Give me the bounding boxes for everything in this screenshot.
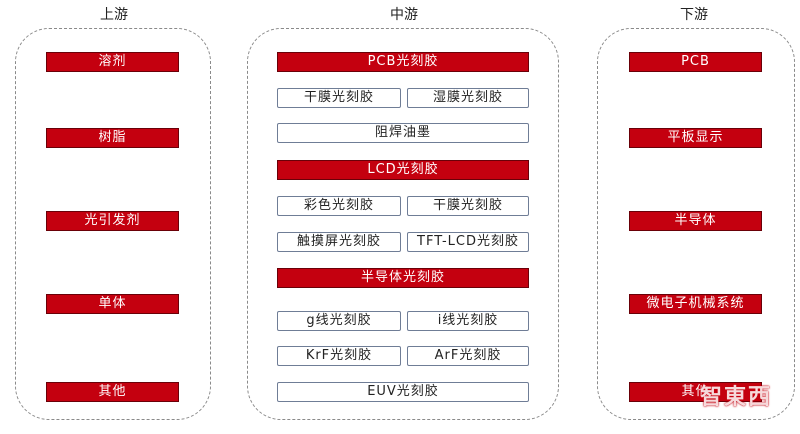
lcd-color-photoresist: 彩色光刻胶 — [277, 196, 401, 216]
upstream-title: 上游 — [100, 7, 128, 23]
downstream-title: 下游 — [680, 7, 708, 23]
krf-photoresist: KrF光刻胶 — [277, 346, 401, 366]
pcb-solder-mask-ink: 阻焊油墨 — [277, 123, 529, 143]
upstream-item-photoinitiator: 光引发剂 — [46, 211, 179, 231]
upstream-item-solvent: 溶剂 — [46, 52, 179, 72]
lcd-tft-photoresist: TFT-LCD光刻胶 — [407, 232, 529, 252]
lcd-dry-film-photoresist: 干膜光刻胶 — [407, 196, 529, 216]
downstream-item-other: 其他 — [629, 382, 762, 402]
euv-photoresist: EUV光刻胶 — [277, 382, 529, 402]
midstream-panel — [247, 28, 559, 420]
downstream-item-semiconductor: 半导体 — [629, 211, 762, 231]
upstream-item-monomer: 单体 — [46, 294, 179, 314]
semiconductor-photoresist-header: 半导体光刻胶 — [277, 268, 529, 288]
lcd-photoresist-header: LCD光刻胶 — [277, 160, 529, 180]
upstream-item-resin: 树脂 — [46, 128, 179, 148]
g-line-photoresist: g线光刻胶 — [277, 311, 401, 331]
pcb-wet-film-photoresist: 湿膜光刻胶 — [407, 88, 529, 108]
upstream-panel — [15, 28, 211, 420]
downstream-panel — [597, 28, 795, 420]
downstream-item-pcb: PCB — [629, 52, 762, 72]
pcb-dry-film-photoresist: 干膜光刻胶 — [277, 88, 401, 108]
lcd-touchscreen-photoresist: 触摸屏光刻胶 — [277, 232, 401, 252]
upstream-item-other: 其他 — [46, 382, 179, 402]
midstream-title: 中游 — [390, 7, 418, 23]
downstream-item-mems: 微电子机械系统 — [629, 294, 762, 314]
watermark-logo: 智東西 — [699, 385, 772, 410]
arf-photoresist: ArF光刻胶 — [407, 346, 529, 366]
downstream-item-flat-panel-display: 平板显示 — [629, 128, 762, 148]
pcb-photoresist-header: PCB光刻胶 — [277, 52, 529, 72]
i-line-photoresist: i线光刻胶 — [407, 311, 529, 331]
